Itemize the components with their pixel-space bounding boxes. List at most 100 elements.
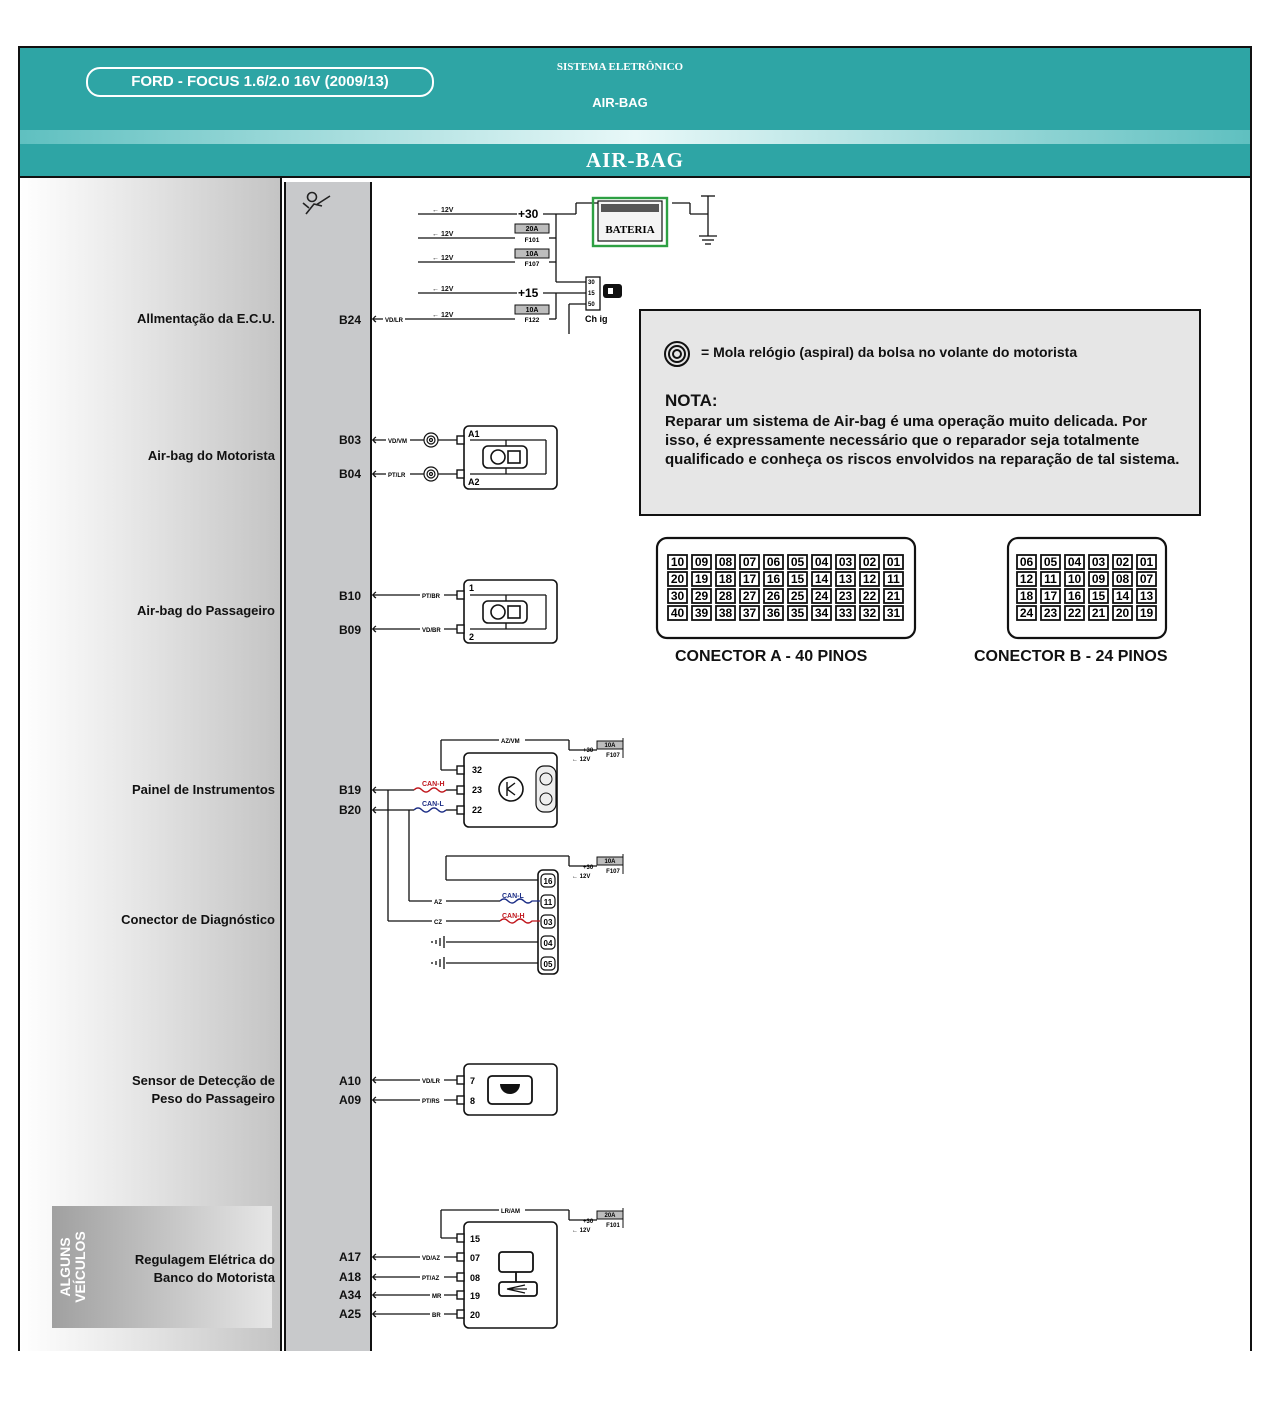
connector-pin: 32 <box>472 765 482 775</box>
pin-number: 26 <box>767 589 781 603</box>
pin-cell <box>715 605 736 621</box>
pin-number: 33 <box>839 606 853 620</box>
pin-cell <box>691 588 712 604</box>
pin-number: 09 <box>695 555 709 569</box>
page-title: AIR-BAG <box>585 148 684 172</box>
pin-cell <box>1040 605 1061 621</box>
pin-cell <box>883 554 904 570</box>
ecu-pin: B09 <box>339 623 362 637</box>
wire-color: MR <box>432 1294 442 1300</box>
ecu-pin: A18 <box>339 1270 362 1284</box>
pin-cell <box>1064 605 1085 621</box>
pin-number: 18 <box>1020 589 1034 603</box>
pin-number: 13 <box>839 572 853 586</box>
wire-color: BR <box>432 1313 441 1319</box>
pin-number: 36 <box>767 606 781 620</box>
wire-color: PT/BR <box>422 594 441 600</box>
pin-cell <box>787 588 808 604</box>
svg-text:F122: F122 <box>525 317 540 324</box>
svg-text:10A: 10A <box>526 307 539 314</box>
pin-number: 17 <box>743 572 757 586</box>
pin-number: 07 <box>1140 572 1154 586</box>
connector-a-label: CONECTOR A - 40 PINOS <box>675 648 868 665</box>
can-l-label: CAN-L <box>422 801 444 808</box>
connector-pin: 07 <box>470 1253 480 1263</box>
pin-number: 23 <box>1044 606 1058 620</box>
pin-number: 02 <box>863 555 877 569</box>
header-highlight-band <box>20 130 1250 144</box>
can-l-label: CAN-L <box>502 893 524 900</box>
svg-text:20A: 20A <box>526 226 539 233</box>
seat-adjust-icon <box>498 1251 538 1297</box>
some-vehicles-box <box>52 1206 272 1328</box>
pin-number: 17 <box>1044 589 1058 603</box>
wire-color: VD/AZ <box>422 1256 440 1262</box>
label-line: Peso do Passageiro <box>151 1091 275 1106</box>
pin-number: 04 <box>1068 555 1082 569</box>
pin-cell <box>1064 554 1085 570</box>
fuse-f107-panel: 10A F107 +30 ← 12V <box>572 738 624 763</box>
pin-cell <box>667 554 688 570</box>
pin-cell <box>1016 605 1037 621</box>
pin-cell <box>883 605 904 621</box>
ecu-block <box>284 182 372 1351</box>
connector-pin: 20 <box>470 1310 480 1320</box>
pin-number: 15 <box>791 572 805 586</box>
note-box: = Mola relógio (aspiral) da bolsa no vol… <box>639 309 1201 516</box>
svg-text:F107: F107 <box>606 869 620 875</box>
pin-number: 10 <box>1068 572 1082 586</box>
ground-icon <box>431 936 445 948</box>
pin-number: 23 <box>839 589 853 603</box>
note-body: Reparar um sistema de Air-bag é uma oper… <box>665 413 1180 468</box>
pin-cell <box>763 571 784 587</box>
svg-text:+30: +30 <box>583 748 594 754</box>
pin-cell <box>1112 588 1133 604</box>
pin-number: 04 <box>815 555 829 569</box>
section-label-diagnostic-connector: Conector de Diagnóstico <box>121 912 275 927</box>
pin-number: 22 <box>863 589 877 603</box>
pin-number: 28 <box>719 589 733 603</box>
ecu-pin: A10 <box>339 1074 362 1088</box>
connector-shell <box>1006 536 1168 640</box>
pin-number: 16 <box>767 572 781 586</box>
pin-number: 06 <box>767 555 781 569</box>
svg-text:10A: 10A <box>526 251 539 258</box>
pin-cell <box>859 605 880 621</box>
pin-number: 11 <box>1044 572 1057 586</box>
pin-number: 37 <box>743 606 757 620</box>
pin-number: 03 <box>1092 555 1106 569</box>
pin-number: 19 <box>695 572 709 586</box>
pin-cell <box>715 588 736 604</box>
wire-color: VD/LR <box>422 1079 441 1085</box>
pin-cell <box>1064 588 1085 604</box>
pin-number: 13 <box>1140 589 1154 603</box>
wire-color: PT/RS <box>422 1099 440 1105</box>
pin-cell <box>859 588 880 604</box>
voltage-label: ← 12V <box>432 312 454 319</box>
pin-number: 20 <box>671 572 685 586</box>
fuse-f101: 20A F101 <box>514 223 550 244</box>
pin-cell <box>1088 605 1109 621</box>
pin-number: 20 <box>1116 606 1130 620</box>
connector-pin: 19 <box>470 1291 480 1301</box>
connector-pin: 15 <box>470 1234 480 1244</box>
fuse-f101-seat: 20A F101 +30 ← 12V <box>572 1208 624 1234</box>
connector-pin: 23 <box>472 785 482 795</box>
ecu-pin: A09 <box>339 1093 362 1107</box>
pin-number: 14 <box>1116 589 1130 603</box>
pin-cell <box>787 554 808 570</box>
clock-spring-icon <box>423 466 439 482</box>
airbag-person-icon <box>302 191 331 215</box>
pin-cell <box>859 554 880 570</box>
pin-number: 22 <box>1068 606 1082 620</box>
svg-text:20A: 20A <box>604 1213 616 1219</box>
pin-number: 10 <box>671 555 685 569</box>
section-label-passenger-airbag: Air-bag do Passageiro <box>137 603 275 618</box>
voltage-label: ← 12V <box>432 207 454 214</box>
ecu-pin: A17 <box>339 1250 362 1264</box>
label-line: Sensor de Detecção de <box>131 1073 275 1088</box>
title-bar <box>20 144 1250 178</box>
pin-number: 34 <box>815 606 829 620</box>
ecu-pin: B03 <box>339 433 362 447</box>
